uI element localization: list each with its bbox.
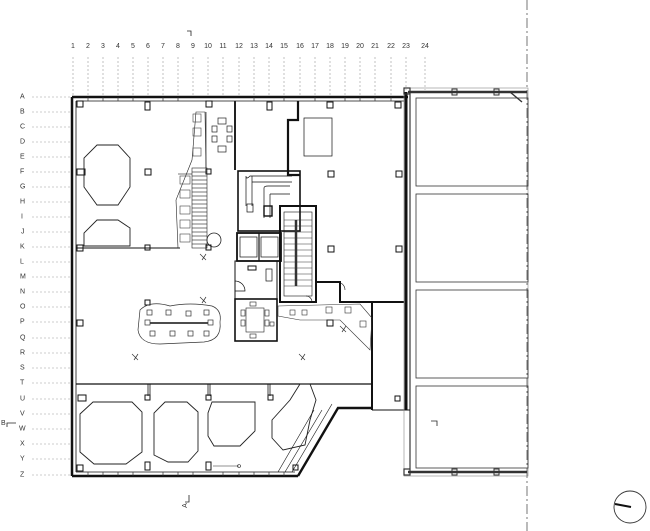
round-table — [206, 232, 222, 248]
grid-col-label: 21 — [371, 43, 379, 50]
grid-row-label: Q — [20, 334, 26, 342]
exterior-walls — [70, 95, 408, 478]
octagonal-pods — [79, 144, 317, 465]
structural-columns — [76, 100, 403, 472]
grid-row-label: N — [20, 288, 26, 296]
core-walls — [280, 101, 404, 303]
section-marker-icons — [6, 30, 438, 503]
grid-col-label: 2 — [86, 43, 90, 50]
stair-west — [175, 111, 208, 249]
grid-row-label: O — [20, 303, 26, 311]
grid-col-label: 3 — [101, 43, 105, 50]
grid-row-label: J — [21, 228, 25, 236]
grid-row-label: C — [20, 123, 26, 131]
grid-row-label: H — [20, 198, 26, 206]
grid-row-label: F — [20, 168, 25, 176]
grid-row-label: Y — [20, 455, 25, 463]
workstation-strip — [179, 113, 202, 243]
grid-row-label: P — [20, 318, 25, 326]
grid-col-label: 24 — [421, 43, 429, 50]
grid-col-label: 11 — [219, 43, 227, 50]
grid-col-label: 8 — [176, 43, 180, 50]
grid-row-label: Z — [20, 471, 25, 479]
grid-col-label: 16 — [296, 43, 304, 50]
grid-row-label: E — [20, 153, 25, 161]
grid-row-label: W — [19, 425, 26, 433]
section-marker-b-label: B — [1, 420, 6, 427]
grid-col-label: 1 — [71, 43, 75, 50]
grid-col-label: 5 — [131, 43, 135, 50]
facade-mullions — [87, 97, 392, 476]
grid-col-label: 7 — [161, 43, 165, 50]
grid-col-label: 10 — [204, 43, 212, 50]
angled-facade — [277, 403, 372, 477]
grid-col-label: 23 — [402, 43, 410, 50]
grid-col-label: 4 — [116, 43, 120, 50]
grid-col-label: 17 — [311, 43, 319, 50]
grid-row-label: I — [21, 213, 23, 221]
workstation-strip-east — [277, 303, 373, 351]
grid-row-label: L — [20, 258, 24, 266]
grid-col-label: 13 — [250, 43, 258, 50]
grid-row-label: G — [20, 183, 26, 191]
grid-col-label: 20 — [356, 43, 364, 50]
grid-row-label: M — [20, 273, 26, 281]
grid-col-label: 22 — [387, 43, 395, 50]
grid-row-label: B — [20, 108, 25, 116]
east-wing — [403, 87, 529, 477]
interior-partitions — [76, 247, 372, 396]
scattered-symbols — [131, 253, 347, 361]
meeting-room-north — [205, 101, 236, 170]
meeting-table-south — [240, 301, 275, 339]
grid-row-label: V — [20, 410, 25, 418]
grid-lines-rows — [32, 96, 73, 476]
stair-east-treads — [284, 219, 312, 287]
grid-row-label: U — [20, 395, 26, 403]
grid-col-label: 9 — [191, 43, 195, 50]
grid-row-label: X — [20, 440, 25, 448]
door-swing-south — [213, 464, 241, 468]
grid-lines-columns — [72, 57, 426, 97]
grid-col-label: 19 — [341, 43, 349, 50]
grid-row-label: K — [20, 243, 25, 251]
grid-row-label: S — [20, 364, 25, 372]
grid-row-label: T — [20, 379, 25, 387]
grid-row-label: R — [20, 349, 26, 357]
grid-row-label: D — [20, 138, 26, 146]
north-arrow-icon — [613, 490, 647, 524]
grid-col-label: 12 — [235, 43, 243, 50]
workstation-island — [137, 303, 221, 345]
grid-col-label: 14 — [265, 43, 273, 50]
grid-col-label: 15 — [280, 43, 288, 50]
grid-col-label: 6 — [146, 43, 150, 50]
grid-col-label: 18 — [326, 43, 334, 50]
grid-row-label: A — [20, 93, 25, 101]
